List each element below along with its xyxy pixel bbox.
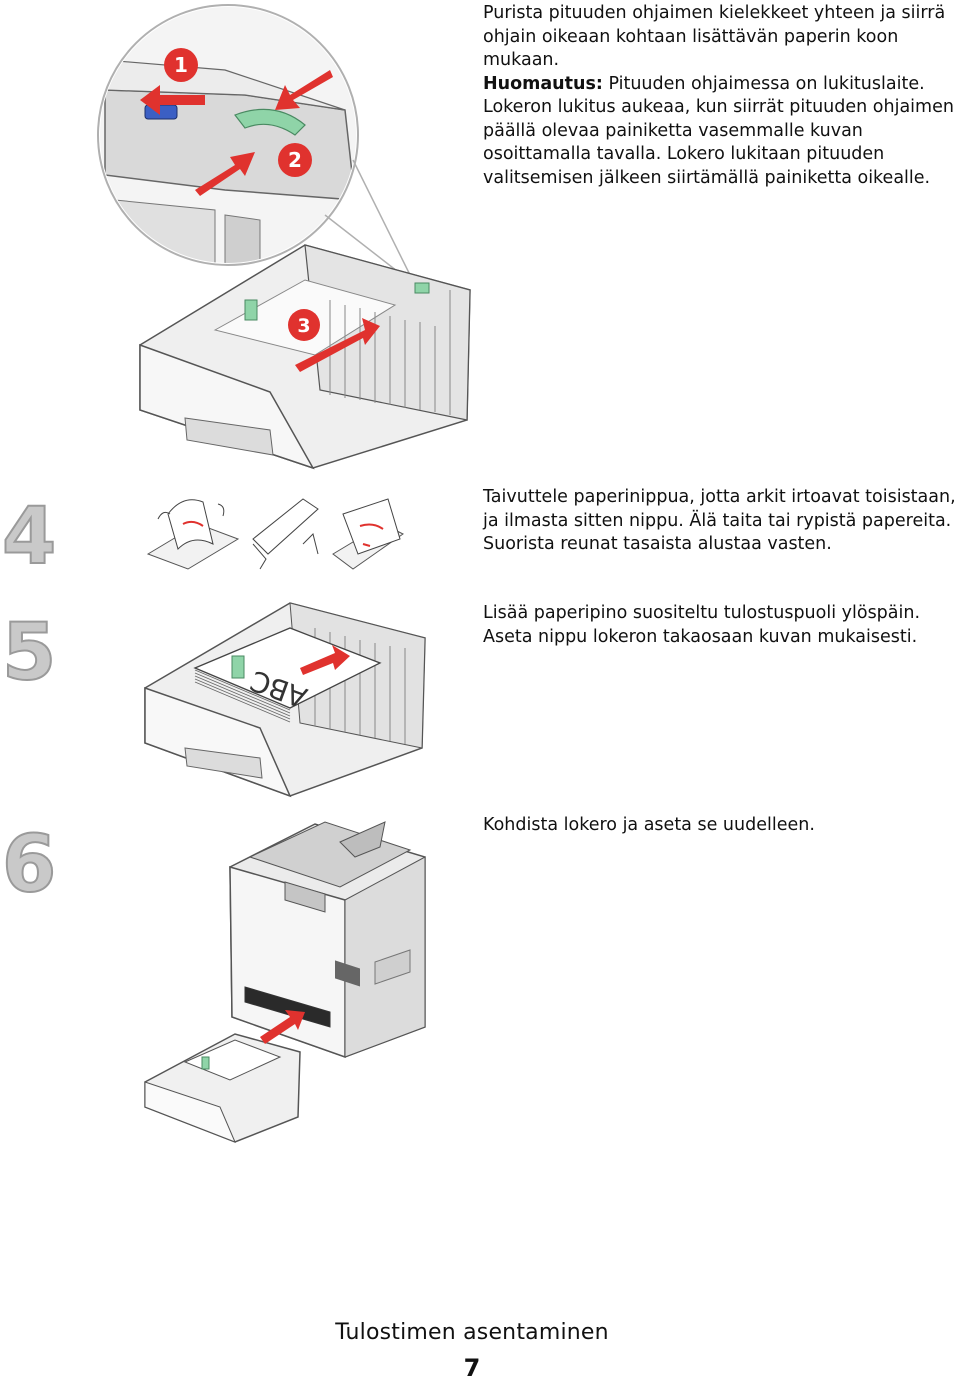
step-number-5: 5 xyxy=(1,608,57,698)
callout-3-label: 3 xyxy=(297,315,310,337)
note-label: Huomautus: xyxy=(483,73,603,94)
step3-text: Purista pituuden ohjaimen kielekkeet yht… xyxy=(483,3,946,70)
arrow-icon xyxy=(195,152,255,196)
step5-load-paper-illustration: ABC xyxy=(144,602,426,798)
callout-1-label: 1 xyxy=(174,53,188,77)
footer-section-title: Tulostimen asentaminen xyxy=(335,1320,609,1345)
page-number: 7 xyxy=(463,1354,481,1382)
paper-tray xyxy=(144,1033,301,1143)
printer xyxy=(229,821,426,1059)
note-text: Pituuden ohjaimessa on lukituslaite. Lok… xyxy=(483,73,954,188)
step4-flex-paper-illustration xyxy=(146,498,404,570)
step3-instructions: Purista pituuden ohjaimen kielekkeet yht… xyxy=(483,2,958,190)
arrow-icon xyxy=(300,645,350,675)
arrow-icon xyxy=(275,70,333,110)
callout-1 xyxy=(164,48,198,82)
arrow-double-icon xyxy=(295,318,380,372)
callout-3 xyxy=(288,309,320,341)
step3-note: Huomautus: Pituuden ohjaimessa on lukitu… xyxy=(483,73,958,191)
paper-tray: 3 xyxy=(139,244,471,470)
arrow-icon xyxy=(260,1010,305,1044)
arrow-left-icon xyxy=(140,85,205,115)
step5-text: Lisää paperipino suositeltu tulostuspuol… xyxy=(483,603,921,647)
step3-tray-illustration: 1 2 3 xyxy=(97,4,471,470)
step-number-4: 4 xyxy=(1,492,57,582)
step-number-6: 6 xyxy=(1,820,57,910)
callout-2-label: 2 xyxy=(288,148,302,172)
callout-2 xyxy=(278,143,312,177)
step4-text: Taivuttele paperinippua, jotta arkit irt… xyxy=(483,487,956,554)
step6-text: Kohdista lokero ja aseta se uudelleen. xyxy=(483,815,815,835)
zoom-detail xyxy=(100,7,356,263)
step6-insert-tray-illustration xyxy=(144,821,426,1143)
